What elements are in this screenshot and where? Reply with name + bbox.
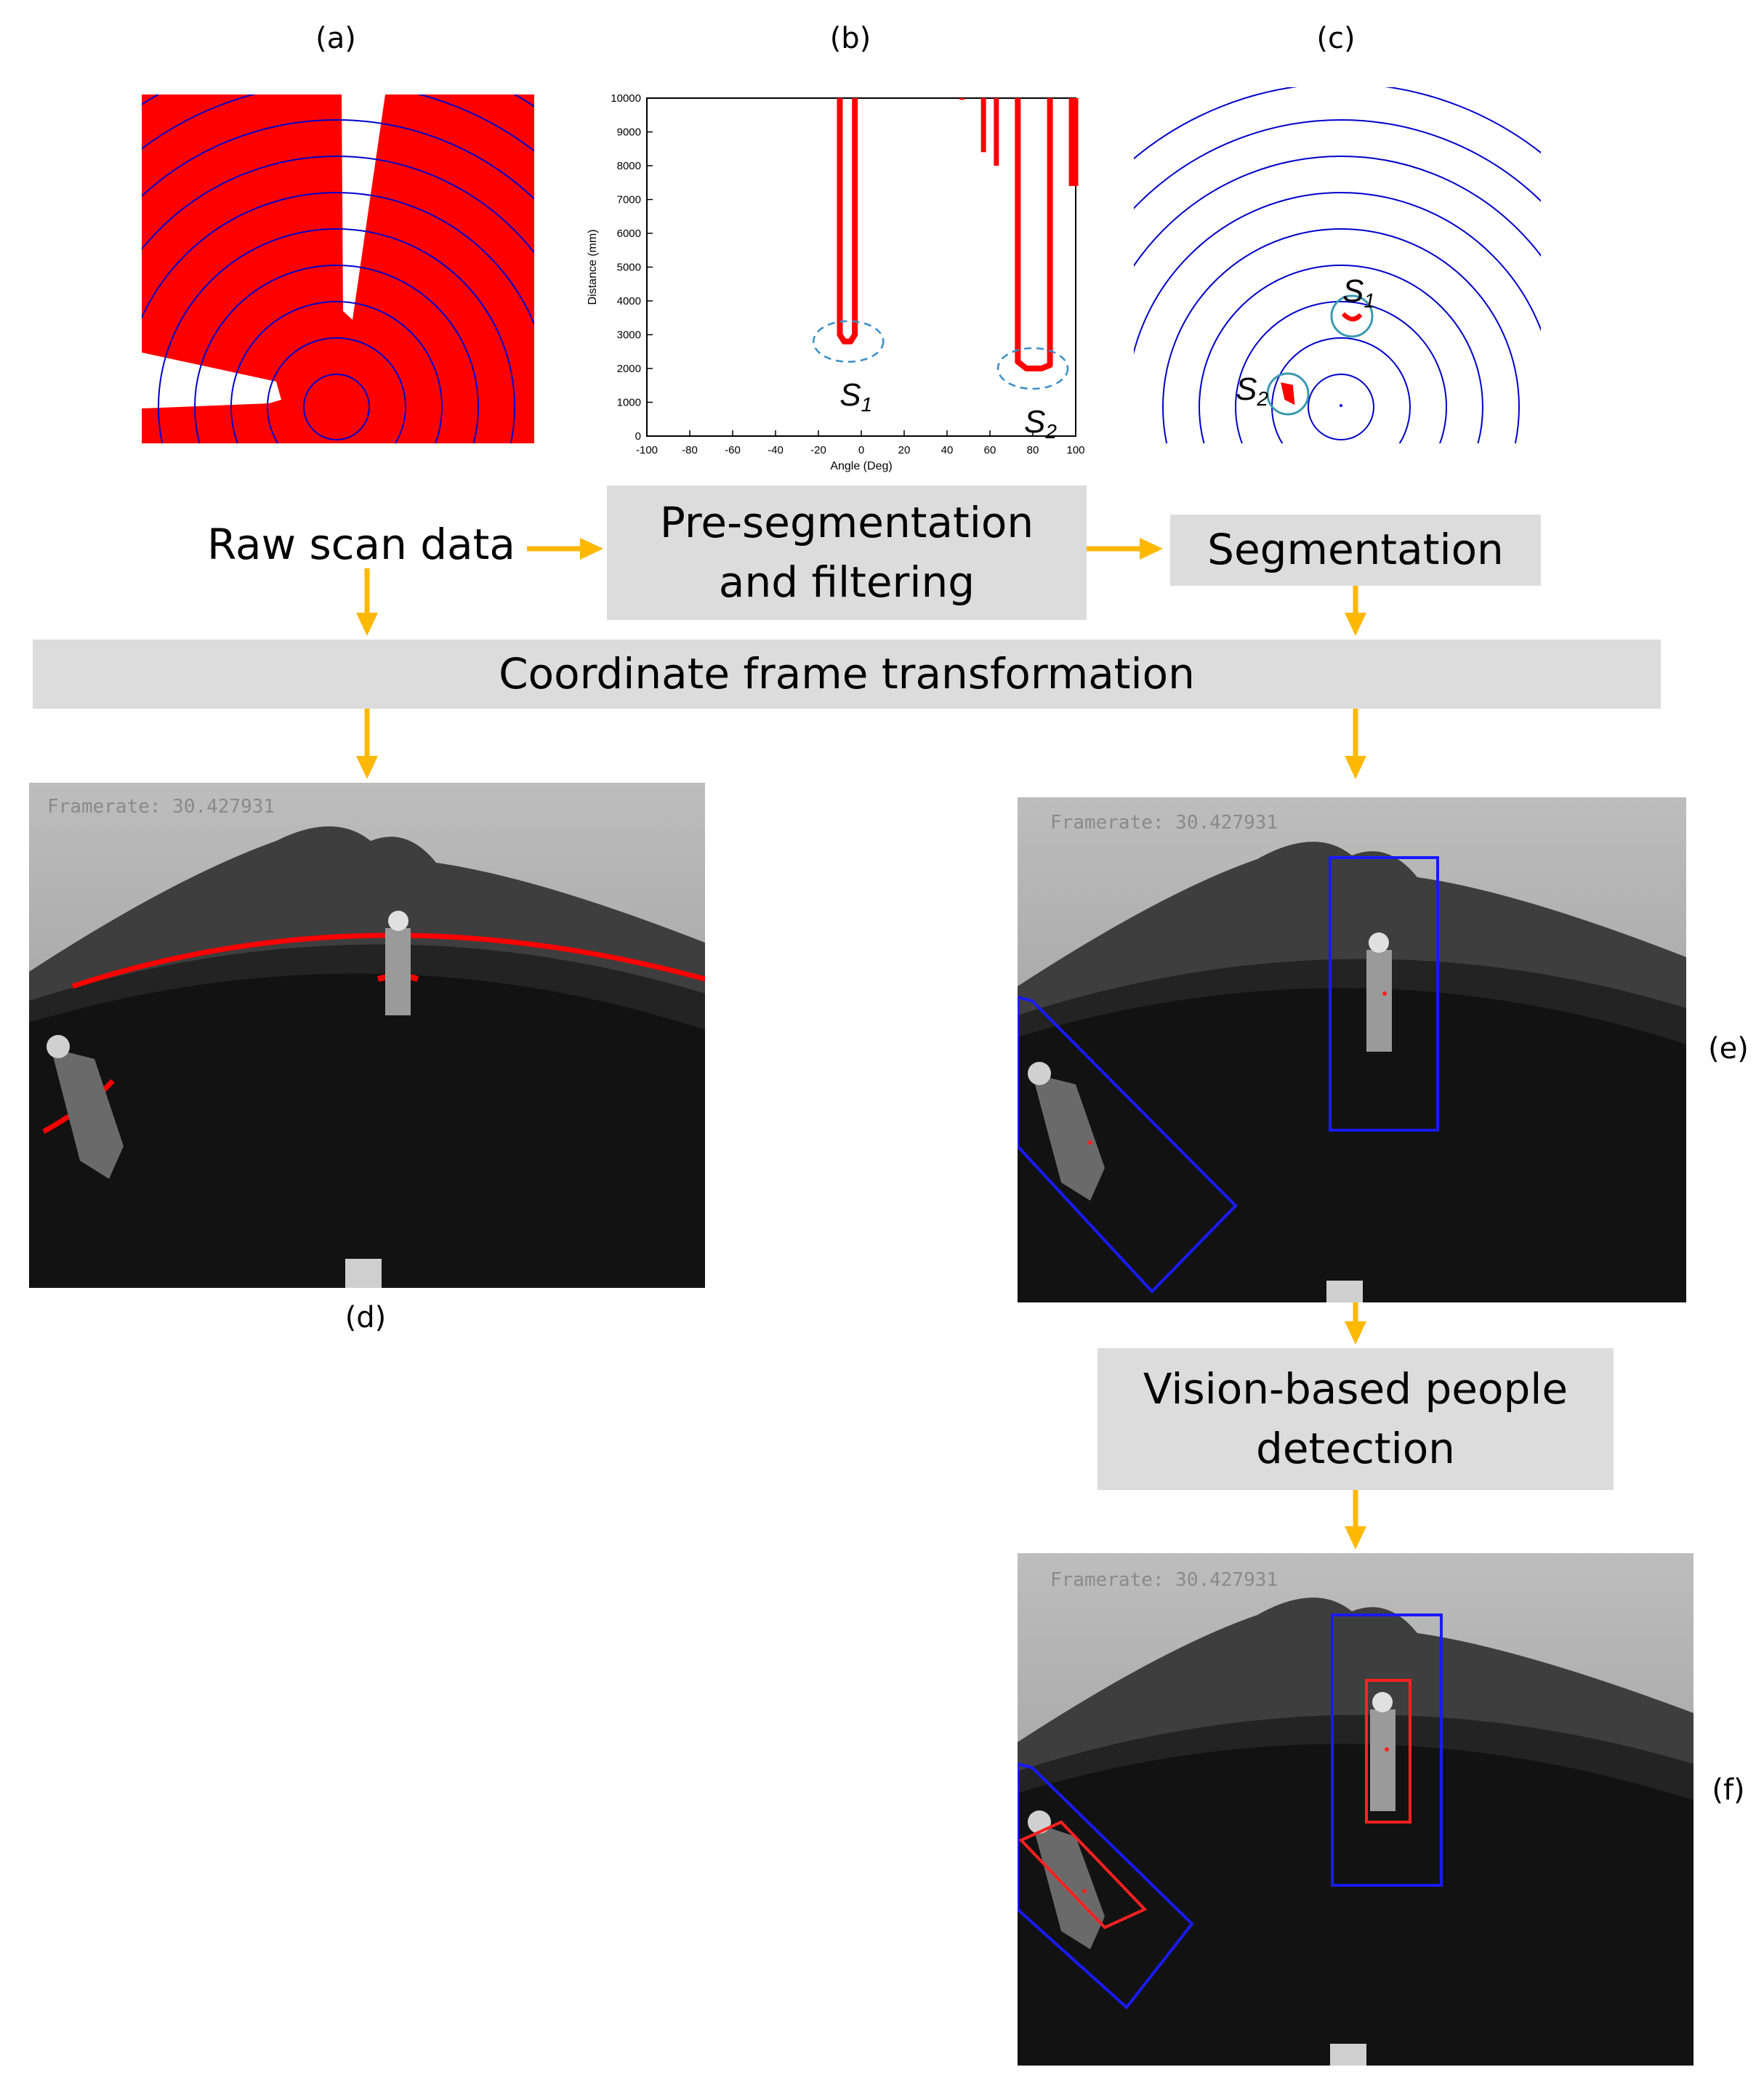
- camera-frame-f: Framerate: 30.427931: [1016, 1553, 1693, 2066]
- y-tick-label: 6000: [617, 227, 641, 240]
- panel-label-e: (e): [1708, 1032, 1749, 1065]
- segment-s2-circle: [1266, 372, 1310, 416]
- framerate-text-e: Framerate: 30.427931: [1050, 812, 1278, 834]
- laser-bbox-crouching-f: [1016, 1762, 1194, 2010]
- panel-label-c: (c): [1316, 22, 1356, 55]
- y-tick-label: 0: [635, 430, 641, 443]
- x-tick-label: -60: [725, 444, 741, 456]
- preseg-line1: Pre-segmentation: [659, 498, 1034, 548]
- y-axis-label: Distance (mm): [587, 229, 599, 305]
- coord-transform-box: Coordinate frame transformation: [33, 640, 1661, 709]
- raw-scan-data-label: Raw scan data: [207, 520, 515, 569]
- laser-bbox-crouching-e: [1016, 995, 1238, 1294]
- laser-bbox-standing-e: [1329, 856, 1439, 1132]
- x-tick-label: -20: [810, 444, 826, 456]
- segment-marker-1: [813, 320, 885, 363]
- x-tick-label: 60: [984, 444, 996, 456]
- framerate-text-d: Framerate: 30.427931: [47, 796, 275, 818]
- scan-series-1: [837, 98, 858, 345]
- x-axis-label: Angle (Deg): [830, 460, 892, 472]
- segmentation-plot: S1 S2: [1134, 87, 1541, 443]
- panel-label-d: (d): [345, 1301, 387, 1334]
- segment-label-2: S2: [1024, 404, 1057, 443]
- raw-scan-plot: [142, 94, 534, 443]
- y-tick-label: 9000: [617, 126, 641, 139]
- s1-label-c: S1: [1342, 273, 1375, 312]
- y-tick-label: 8000: [617, 160, 641, 172]
- framerate-text-f: Framerate: 30.427931: [1050, 1569, 1278, 1591]
- vision-line2: detection: [1256, 1423, 1455, 1473]
- segmentation-box: Segmentation: [1170, 515, 1541, 586]
- scan-gap-left: [142, 352, 281, 408]
- x-tick-label: -100: [636, 444, 658, 456]
- camera-frame-e: Framerate: 30.427931: [1016, 797, 1686, 1302]
- panel-label-a: (a): [315, 22, 356, 55]
- preseg-box: Pre-segmentation and filtering: [607, 486, 1087, 620]
- preseg-line2: and filtering: [718, 557, 975, 607]
- s2-label-c: S2: [1236, 371, 1268, 410]
- x-tick-label: 0: [858, 444, 864, 456]
- vision-detection-box: Vision-based people detection: [1098, 1348, 1614, 1490]
- segment-label-1: S1: [839, 377, 872, 416]
- camera-frame-d: Framerate: 30.427931: [29, 783, 706, 1288]
- x-tick-label: 100: [1066, 444, 1084, 456]
- y-tick-label: 4000: [617, 295, 641, 307]
- y-tick-label: 3000: [617, 329, 641, 342]
- scan-series-2: [1015, 98, 1053, 371]
- laser-bbox-standing-f: [1331, 1613, 1443, 1887]
- panel-label-f: (f): [1712, 1773, 1745, 1807]
- x-tick-label: 40: [941, 444, 954, 456]
- x-tick-label: -40: [768, 444, 784, 456]
- y-tick-label: 7000: [617, 194, 641, 206]
- panel-label-b: (b): [829, 22, 871, 55]
- x-tick-label: 20: [898, 444, 911, 456]
- y-tick-label: 1000: [617, 397, 641, 409]
- range-rings: [142, 94, 534, 443]
- y-tick-label: 10000: [611, 92, 641, 105]
- segment-s1-points: [1341, 312, 1363, 322]
- scan-gap-top: [342, 94, 385, 320]
- x-tick-label: -80: [682, 444, 698, 456]
- scan-free-area: [142, 94, 534, 443]
- segment-marker-2: [996, 347, 1069, 390]
- y-tick-label: 2000: [617, 363, 641, 375]
- vision-bbox-standing-f: [1365, 1679, 1411, 1824]
- y-tick-label: 5000: [617, 262, 641, 274]
- segment-s1-circle: [1330, 294, 1374, 338]
- segment-s2-points: [1281, 382, 1295, 406]
- vision-bbox-crouching-f: [1018, 1820, 1148, 1930]
- vision-line1: Vision-based people: [1143, 1364, 1568, 1414]
- x-tick-label: 80: [1027, 444, 1039, 456]
